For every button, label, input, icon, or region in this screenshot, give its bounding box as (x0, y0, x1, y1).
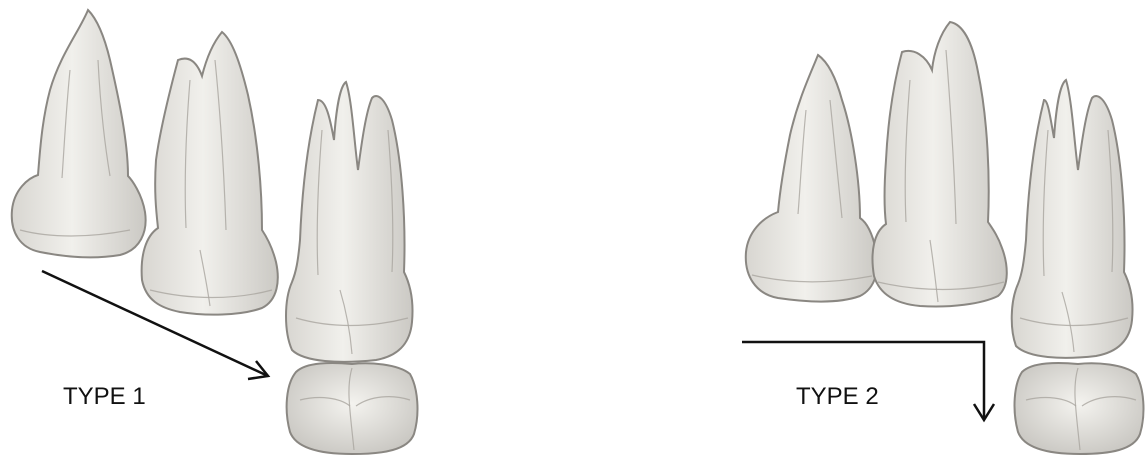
type2-occlusal-crown (1015, 363, 1144, 454)
type1-tooth-3 (286, 82, 413, 362)
type1-tooth-2 (142, 32, 278, 315)
type1-tooth-1 (12, 10, 146, 257)
type2-label: TYPE 2 (796, 383, 879, 410)
type2-tooth-3 (1012, 80, 1133, 358)
type2-tooth-1 (746, 55, 878, 302)
type1-label: TYPE 1 (63, 383, 146, 410)
type2-group: TYPE 2 (742, 22, 1143, 454)
type1-occlusal-crown (287, 363, 418, 454)
type1-group: TYPE 1 (12, 10, 418, 454)
type2-tooth-2 (873, 22, 1007, 307)
